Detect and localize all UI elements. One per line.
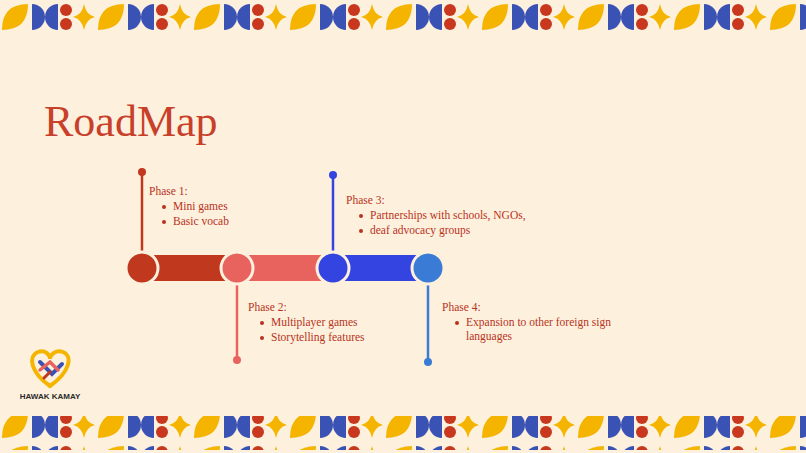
stem-dot	[329, 171, 337, 179]
phase-heading: Phase 3:	[346, 193, 385, 207]
bullet-dot	[260, 321, 264, 325]
slide-title: RoadMap	[44, 98, 218, 146]
stem-dot	[138, 168, 146, 176]
phase-heading: Phase 2:	[248, 300, 287, 314]
milestone-circle	[221, 252, 253, 284]
bottom-border	[0, 416, 806, 450]
bullet-dot	[260, 336, 264, 340]
top-border	[0, 0, 806, 34]
bullet-dot	[455, 321, 459, 325]
phase-heading: Phase 1:	[149, 184, 188, 198]
phase-item: Partnerships with schools, NGOs,	[370, 208, 526, 222]
bullet-dot	[162, 205, 166, 209]
milestone-circle	[317, 252, 349, 284]
bullet-dot	[359, 214, 363, 218]
milestone-circle	[412, 252, 444, 284]
phase-item: Basic vocab	[173, 214, 229, 228]
phase-item: deaf advocacy groups	[370, 223, 470, 237]
phase-item: Multiplayer games	[271, 315, 358, 329]
phase-item: Storytelling features	[271, 330, 365, 344]
stem-dot	[233, 356, 241, 364]
phase-item: Mini games	[173, 199, 228, 213]
logo-name: HAWAK KAMAY	[20, 392, 81, 402]
bullet-dot	[359, 229, 363, 233]
phase-item: Expansion to other foreign sign language…	[466, 315, 616, 344]
logo-heart	[32, 351, 68, 386]
stem-dot	[424, 358, 432, 366]
bullet-dot	[162, 220, 166, 224]
phase-heading: Phase 4:	[442, 300, 481, 314]
milestone-circle	[126, 252, 158, 284]
